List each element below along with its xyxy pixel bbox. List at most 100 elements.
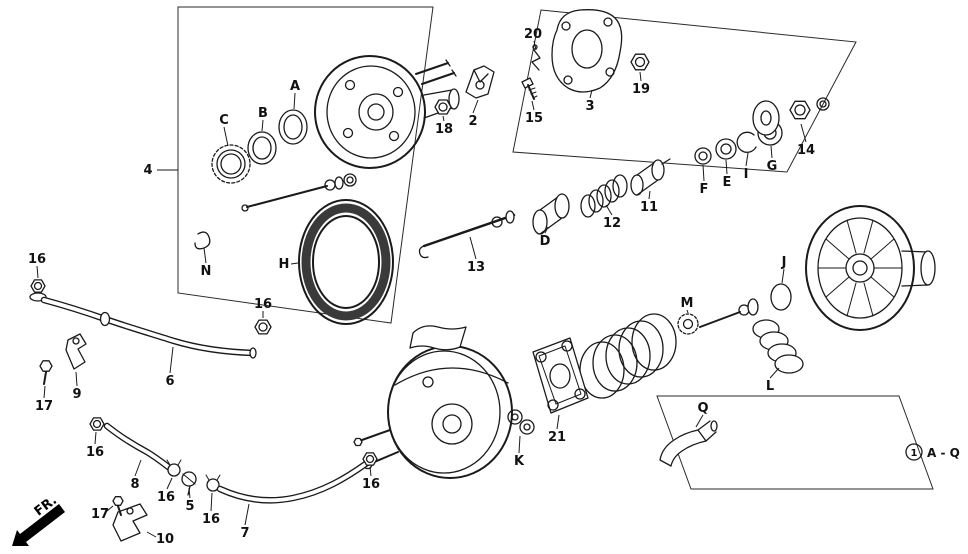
clip-n [194, 231, 211, 250]
part-label-15: 15 [525, 111, 543, 126]
ring-f [694, 147, 712, 165]
part-label-20: 20 [524, 27, 542, 42]
leader-line [36, 265, 39, 279]
part-label-10: 10 [156, 532, 174, 547]
panel-boxes [177, 6, 934, 490]
leader-line [544, 226, 549, 234]
leader-line [770, 145, 773, 159]
part-label-B: B [258, 106, 268, 121]
part-label-21: 21 [548, 430, 566, 445]
part-label-M: M [681, 296, 694, 311]
leader-line [146, 531, 157, 538]
leader-line [648, 190, 651, 200]
gasket-3 [551, 9, 623, 93]
part-label-A: A [290, 79, 300, 94]
leader-line [531, 100, 535, 111]
part-label-9: 9 [72, 387, 81, 402]
part-label-C: C [219, 113, 229, 128]
leader-line [75, 371, 78, 387]
part-label-I: I [744, 167, 749, 182]
leader-line [589, 89, 593, 99]
retainer-rod [699, 298, 759, 328]
hose-8 [103, 422, 175, 473]
legend-number: 1 [911, 448, 918, 459]
part-label-2: 2 [468, 114, 477, 129]
leader-line [169, 346, 174, 374]
valve-11 [630, 158, 671, 196]
main-booster-body [353, 345, 513, 479]
part-label-16: 16 [254, 297, 272, 312]
bracket-10 [112, 503, 148, 542]
nut-18 [434, 99, 452, 115]
leader-line [290, 262, 299, 265]
part-label-4: 4 [143, 163, 152, 178]
part-label-12: 12 [603, 216, 621, 231]
nut-16-top [29, 279, 47, 302]
leader-line [43, 385, 46, 399]
boot-l [752, 319, 804, 374]
part-label-16: 16 [202, 512, 220, 527]
part-label-13: 13 [467, 260, 485, 275]
seal-ring-b [247, 131, 277, 165]
leader-line [556, 414, 560, 430]
leader-line [639, 71, 642, 82]
nut-16-mid [254, 319, 272, 335]
leader-line [369, 466, 372, 477]
part-label-11: 11 [640, 200, 658, 215]
grommet-nut-14 [752, 97, 830, 136]
leader-line [745, 152, 749, 167]
clamp-16-right [362, 452, 378, 466]
part-label-16: 16 [362, 477, 380, 492]
leader-line [469, 236, 477, 260]
spring-12 [580, 174, 628, 218]
valve-rod [241, 173, 357, 212]
part-label-J: J [781, 255, 787, 270]
part-label-Q: Q [697, 401, 708, 416]
hose-q [659, 420, 718, 467]
clevis-2 [465, 65, 495, 99]
leader-line [472, 99, 479, 114]
leader-line [442, 115, 445, 122]
push-rod-13 [418, 210, 516, 259]
booster-front-shell [314, 55, 460, 169]
leader-line [106, 505, 114, 512]
part-label-19: 19 [632, 82, 650, 97]
leader-line [686, 309, 689, 314]
part-label-6: 6 [165, 374, 174, 389]
arrow-icon [12, 504, 65, 546]
leader-line [223, 126, 229, 147]
leader-line [210, 492, 213, 512]
part-label-7: 7 [240, 526, 249, 541]
part-label-17: 17 [91, 507, 109, 522]
return-spring [579, 313, 677, 399]
part-label-5: 5 [185, 499, 194, 514]
part-label-F: F [700, 182, 709, 197]
snap-ring-i [736, 131, 757, 153]
clamp-16-a [166, 459, 182, 477]
part-label-17: 17 [35, 399, 53, 414]
fr-direction-arrow: FR. [12, 493, 65, 546]
leader-line [695, 414, 704, 428]
bolt-17-upper [39, 360, 53, 385]
leader-line [800, 123, 807, 143]
leader-line [244, 503, 250, 526]
leader-line [203, 247, 207, 264]
part-label-3: 3 [585, 99, 594, 114]
washers-k [507, 409, 535, 435]
gear-ring-m [677, 313, 699, 335]
nut-16-left [89, 417, 105, 431]
part-label-16: 16 [28, 252, 46, 267]
leader-line [94, 431, 97, 445]
leader-line [293, 92, 296, 110]
part-label-K: K [514, 454, 525, 469]
leader-line [134, 459, 142, 477]
leader-line [533, 40, 537, 51]
part-label-N: N [201, 264, 212, 279]
assembly-legend: 1 A - Q [905, 443, 960, 461]
part-label-16: 16 [157, 490, 175, 505]
booster-rear-shell [805, 205, 936, 331]
leader-line [518, 435, 521, 454]
leader-line [769, 367, 780, 379]
clamp-16-b [205, 474, 221, 492]
vacuum-tube-6 [40, 296, 257, 359]
